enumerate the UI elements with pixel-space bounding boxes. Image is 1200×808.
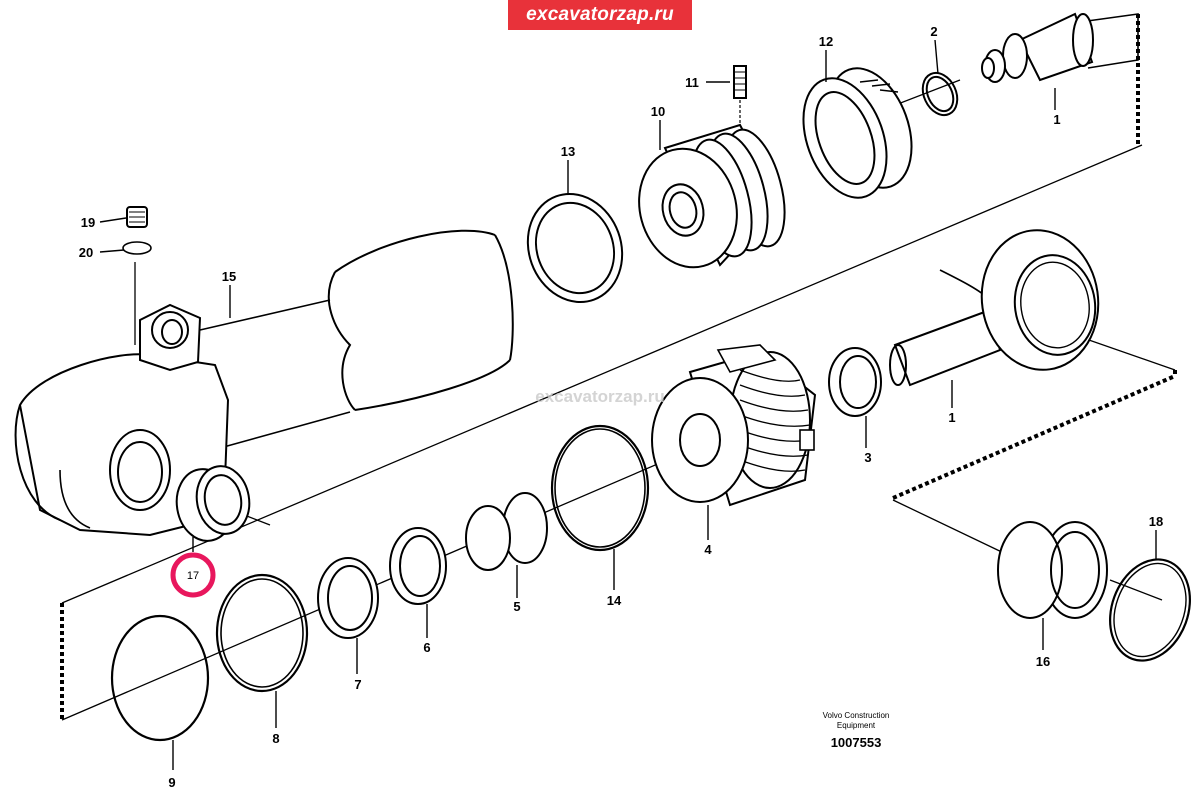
plug-19 [126,206,148,228]
snap-ring-18 [1109,558,1191,662]
cylinder-tube-15 [14,229,514,537]
callout-10: 10 [651,104,665,119]
callout-16: 16 [1036,654,1050,669]
drawing-footer: Volvo Construction Equipment 1007553 [806,711,906,752]
center-watermark: excavatorzap.ru [535,387,664,406]
callout-4: 4 [704,542,712,557]
callout-17-highlight [170,552,216,598]
callout-3: 3 [864,450,871,465]
callout-19: 19 [81,215,95,230]
manufacturer-line-2: Equipment [836,721,876,730]
callout-13: 13 [561,144,575,159]
callout-15: 15 [222,269,236,284]
callout-14: 14 [607,593,622,608]
piston-rod-end [981,12,1139,83]
callout-1-lower: 1 [948,410,955,425]
manufacturer-line-1: Volvo Construction [822,711,890,720]
piston-12 [802,67,913,199]
o-ring-14 [550,424,650,552]
sleeve-3 [828,347,882,417]
set-screw-11 [733,65,747,128]
callout-18: 18 [1149,514,1163,529]
ring-7 [317,557,379,639]
callout-17: 17 [187,570,199,582]
callout-2: 2 [930,24,937,39]
o-ring-2 [921,71,959,117]
seal-ring-20 [122,241,152,255]
ring-9 [110,614,210,742]
callout-6: 6 [423,640,430,655]
site-watermark-banner: excavatorzap.ru [508,0,692,30]
callout-5: 5 [513,599,520,614]
callout-12: 12 [819,34,833,49]
piston-10 [638,123,786,269]
seal-8 [215,573,309,693]
callout-20: 20 [79,245,93,260]
ring-6 [389,527,447,605]
callout-labels: 1 2 12 11 10 13 15 19 20 17 1 3 4 5 14 6… [79,24,1163,790]
bushing-17 [175,465,251,542]
callout-1-upper: 1 [1053,112,1060,127]
sleeve-5 [465,490,548,571]
callout-8: 8 [272,731,279,746]
callout-9: 9 [168,775,175,790]
callout-11: 11 [685,75,699,90]
bushing-13 [526,192,624,304]
rod-eye [889,229,1100,387]
drawing-number: 1007553 [830,735,882,750]
callout-7: 7 [354,677,361,692]
leader-lines [99,39,1157,770]
bushing-16 [997,520,1108,619]
cylinder-head-4 [651,344,817,507]
